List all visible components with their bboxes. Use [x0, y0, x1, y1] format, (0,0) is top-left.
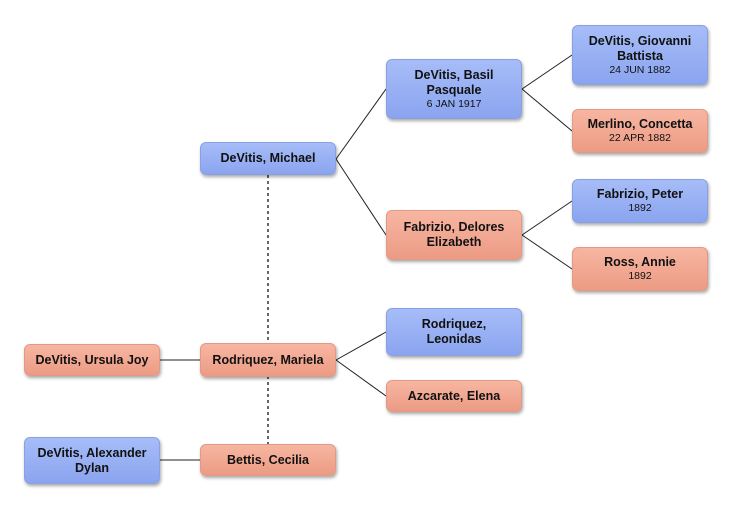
person-delores[interactable]: Fabrizio, Delores Elizabeth	[386, 210, 522, 260]
person-name: Merlino, Concetta	[587, 117, 693, 131]
person-elena[interactable]: Azcarate, Elena	[386, 380, 522, 412]
person-name: Fabrizio, Peter	[596, 187, 684, 201]
line-basil-concetta	[521, 88, 573, 132]
line-mariela-leonidas	[335, 331, 387, 361]
person-basil[interactable]: DeVitis, Basil Pasquale 6 JAN 1917	[386, 59, 522, 119]
line-basil-giovanni	[521, 54, 573, 90]
person-date: 1892	[628, 202, 652, 214]
person-ursula[interactable]: DeVitis, Ursula Joy	[24, 344, 160, 376]
line-mariela-elena	[335, 359, 387, 397]
person-name: Bettis, Cecilia	[227, 452, 309, 467]
person-name: Azcarate, Elena	[407, 388, 501, 403]
person-alexander[interactable]: DeVitis, Alexander Dylan	[24, 437, 160, 484]
person-annie[interactable]: Ross, Annie 1892	[572, 247, 708, 291]
line-delores-peter	[521, 200, 573, 236]
person-date: 24 JUN 1882	[609, 63, 671, 76]
person-name: DeVitis, Giovanni Battista	[588, 33, 692, 63]
line-michael-delores	[335, 158, 387, 236]
person-date: 1892	[628, 270, 652, 282]
person-concetta[interactable]: Merlino, Concetta 22 APR 1882	[572, 109, 708, 153]
person-date: 6 JAN 1917	[426, 97, 482, 110]
line-delores-annie	[521, 234, 573, 270]
person-peter[interactable]: Fabrizio, Peter 1892	[572, 179, 708, 223]
person-date: 22 APR 1882	[609, 132, 671, 144]
person-giovanni[interactable]: DeVitis, Giovanni Battista 24 JUN 1882	[572, 25, 708, 85]
person-name: DeVitis, Alexander Dylan	[37, 445, 147, 475]
person-name: Ross, Annie	[604, 255, 676, 269]
person-mariela[interactable]: Rodriquez, Mariela	[200, 343, 336, 377]
person-name: DeVitis, Ursula Joy	[35, 352, 149, 367]
person-name: DeVitis, Basil Pasquale	[414, 67, 494, 97]
person-name: Fabrizio, Delores Elizabeth	[403, 220, 505, 249]
person-michael[interactable]: DeVitis, Michael	[200, 142, 336, 175]
person-name: Rodriquez, Mariela	[212, 352, 324, 367]
person-leonidas[interactable]: Rodriquez, Leonidas	[386, 308, 522, 356]
person-name: DeVitis, Michael	[220, 151, 316, 165]
person-name: Rodriquez, Leonidas	[421, 317, 487, 346]
person-cecilia[interactable]: Bettis, Cecilia	[200, 444, 336, 476]
line-michael-basil	[335, 88, 387, 160]
